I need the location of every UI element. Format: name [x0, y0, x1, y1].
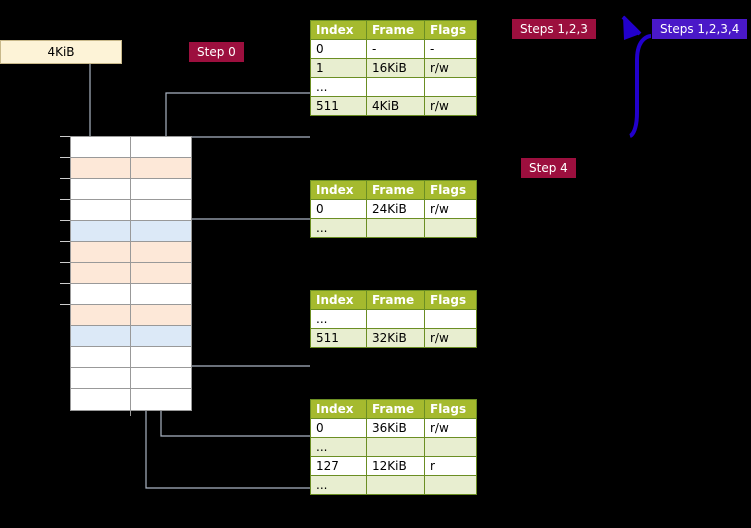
cell-frame: 4KiB: [366, 96, 425, 116]
table-row: 511 4KiB r/w: [310, 96, 477, 116]
cell-flags: r/w: [424, 418, 477, 438]
table-row: ...: [310, 475, 477, 495]
steps-1234-label: Steps 1,2,3,4: [652, 19, 748, 39]
table-header-row: Index Frame Flags: [310, 290, 477, 310]
page-table-2: Index Frame Flags 0 24KiB r/w ...: [310, 180, 477, 238]
cell-frame: 24KiB: [366, 199, 425, 219]
memory-tick: [60, 178, 70, 179]
memory-tick: [60, 304, 70, 305]
cell-flags: r: [424, 456, 477, 476]
memory-cell: [71, 326, 191, 347]
memory-cell: [71, 389, 191, 410]
table-row: ...: [310, 437, 477, 457]
table-row: 0 24KiB r/w: [310, 199, 477, 219]
page-size-box: 4KiB: [0, 40, 122, 64]
table-header-row: Index Frame Flags: [310, 20, 477, 40]
memory-cell: [71, 347, 191, 368]
cell-frame: [366, 77, 425, 97]
cell-frame: [366, 218, 425, 238]
cell-index: 0: [310, 39, 367, 59]
col-index: Index: [310, 20, 367, 40]
memory-tick: [60, 241, 70, 242]
col-frame: Frame: [366, 399, 425, 419]
cell-index: 511: [310, 328, 367, 348]
col-frame: Frame: [366, 20, 425, 40]
table-row: ...: [310, 77, 477, 97]
cell-frame: -: [366, 39, 425, 59]
col-index: Index: [310, 290, 367, 310]
cell-flags: [424, 309, 477, 329]
col-flags: Flags: [424, 20, 477, 40]
memory-cell: [71, 368, 191, 389]
table-header-row: Index Frame Flags: [310, 399, 477, 419]
cell-frame: [366, 437, 425, 457]
memory-cell: [71, 221, 191, 242]
memory-cell: [71, 263, 191, 284]
table-row: 0 36KiB r/w: [310, 418, 477, 438]
col-frame: Frame: [366, 290, 425, 310]
table-row: 1 16KiB r/w: [310, 58, 477, 78]
cell-flags: r/w: [424, 58, 477, 78]
table-row: 0 - -: [310, 39, 477, 59]
cell-index: ...: [310, 437, 367, 457]
cell-index: ...: [310, 77, 367, 97]
col-flags: Flags: [424, 180, 477, 200]
cell-flags: -: [424, 39, 477, 59]
cell-frame: 16KiB: [366, 58, 425, 78]
cell-frame: [366, 309, 425, 329]
cell-index: 1: [310, 58, 367, 78]
cell-frame: [366, 475, 425, 495]
col-flags: Flags: [424, 399, 477, 419]
cell-index: 511: [310, 96, 367, 116]
cell-index: ...: [310, 309, 367, 329]
memory-cell: [71, 284, 191, 305]
cell-frame: 36KiB: [366, 418, 425, 438]
memory-tick: [60, 262, 70, 263]
cell-flags: r/w: [424, 199, 477, 219]
cell-flags: [424, 437, 477, 457]
col-index: Index: [310, 399, 367, 419]
col-frame: Frame: [366, 180, 425, 200]
table-row: 511 32KiB r/w: [310, 328, 477, 348]
cell-flags: [424, 475, 477, 495]
table-row: ...: [310, 309, 477, 329]
table-row: 127 12KiB r: [310, 456, 477, 476]
cell-index: 0: [310, 418, 367, 438]
page-table-3: Index Frame Flags ... 511 32KiB r/w: [310, 290, 477, 348]
cell-index: 0: [310, 199, 367, 219]
memory-tick: [60, 199, 70, 200]
step-0-label: Step 0: [189, 42, 244, 62]
cell-index: ...: [310, 475, 367, 495]
memory-cell: [71, 305, 191, 326]
memory-tick: [60, 220, 70, 221]
memory-cell: [71, 179, 191, 200]
table-row: ...: [310, 218, 477, 238]
cell-index: ...: [310, 218, 367, 238]
table-header-row: Index Frame Flags: [310, 180, 477, 200]
cell-flags: r/w: [424, 96, 477, 116]
cell-index: 127: [310, 456, 367, 476]
memory-tick: [60, 283, 70, 284]
col-index: Index: [310, 180, 367, 200]
steps-123-label: Steps 1,2,3: [512, 19, 596, 39]
cell-frame: 12KiB: [366, 456, 425, 476]
memory-cell: [71, 200, 191, 221]
cell-flags: [424, 218, 477, 238]
step-4-label: Step 4: [521, 158, 576, 178]
page-table-4: Index Frame Flags 0 36KiB r/w ... 127 12…: [310, 399, 477, 495]
cell-flags: r/w: [424, 328, 477, 348]
memory-column-divider: [130, 136, 131, 416]
page-table-1: Index Frame Flags 0 - - 1 16KiB r/w ...: [310, 20, 477, 116]
memory-cell: [71, 158, 191, 179]
memory-cell: [71, 242, 191, 263]
cell-flags: [424, 77, 477, 97]
physical-memory-column: [70, 136, 192, 411]
col-flags: Flags: [424, 290, 477, 310]
memory-cell: [71, 137, 191, 158]
memory-tick: [60, 136, 70, 137]
memory-tick: [60, 157, 70, 158]
cell-frame: 32KiB: [366, 328, 425, 348]
